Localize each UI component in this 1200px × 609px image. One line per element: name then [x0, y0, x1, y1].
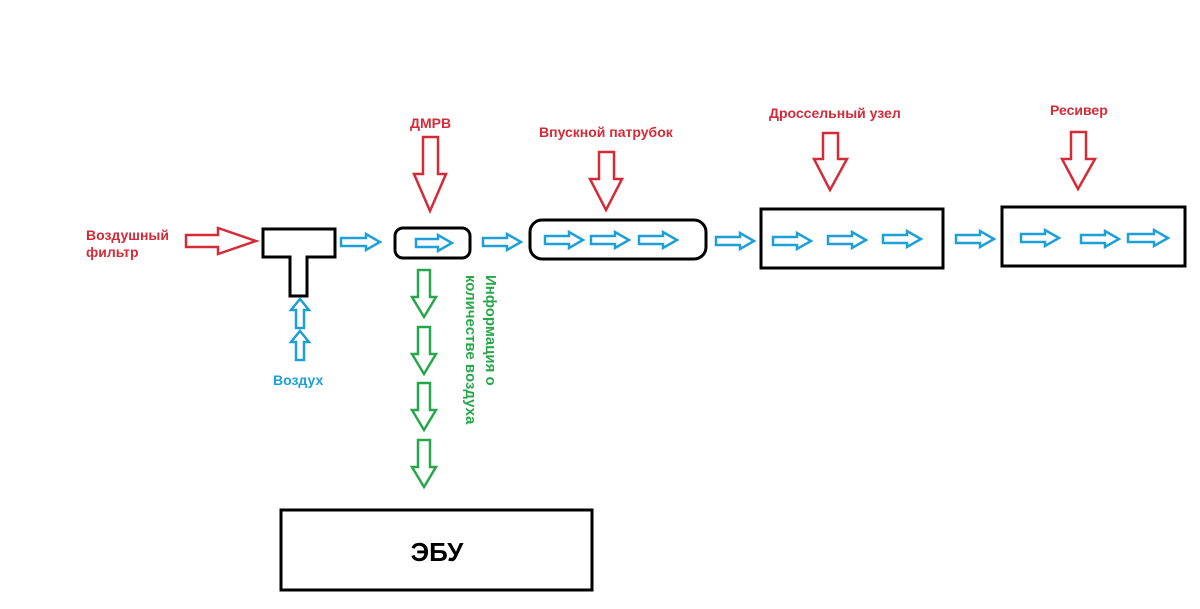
throttle-pointer-arrow [811, 131, 850, 193]
air-label: Воздух [273, 372, 323, 388]
air-inlet-arrow [288, 297, 312, 330]
throttle-body-box [759, 207, 945, 270]
receiver-pointer-arrow [1059, 130, 1098, 192]
ecu-label: ЭБУ [411, 537, 465, 567]
air-flow-arrow [339, 231, 383, 253]
air-flow-arrow [481, 231, 524, 253]
signal-arrow [409, 325, 439, 377]
ecu-box [279, 508, 594, 592]
air-filter-label-line2: фильтр [86, 244, 139, 260]
maf-pointer-arrow [412, 135, 448, 215]
air-flow-arrow [1126, 227, 1171, 249]
air-flow-arrow [543, 229, 586, 251]
air-flow-arrow [1079, 228, 1122, 250]
air-flow-arrow [881, 228, 924, 250]
air-filter-label: Воздушный [86, 227, 169, 243]
intake-pipe-label: Впускной патрубок [539, 124, 674, 140]
air-filter-pointer-arrow [184, 226, 260, 256]
info-label: Информация о [482, 275, 499, 386]
maf-sensor-box [393, 226, 472, 260]
intake-pipe-box [528, 218, 708, 261]
air-flow-arrow [826, 229, 869, 251]
air-flow-arrow [1019, 227, 1062, 249]
signal-arrow [409, 381, 439, 433]
signal-arrow [409, 438, 439, 490]
throttle-label: Дроссельный узел [769, 105, 901, 121]
signal-arrows [409, 268, 439, 490]
intake-pipe-pointer-arrow [587, 150, 625, 213]
air-inlet-arrow [288, 329, 312, 362]
receiver-label: Ресивер [1050, 102, 1108, 118]
air-flow-arrow [589, 229, 632, 251]
signal-arrow [409, 268, 439, 320]
air-flow-arrow [954, 228, 997, 250]
maf-label: ДМРВ [410, 115, 451, 131]
air-flow-arrow [414, 232, 455, 254]
air-flow-arrow [637, 229, 680, 251]
receiver-box [1000, 205, 1187, 268]
air-filter-housing [261, 227, 337, 298]
air-flow-arrow [771, 230, 814, 252]
air-flow-arrow [714, 230, 757, 252]
air-inlet-arrows [288, 297, 312, 362]
air-flow-arrows [339, 227, 1171, 254]
info-label-line2: количестве воздуха [462, 275, 479, 425]
